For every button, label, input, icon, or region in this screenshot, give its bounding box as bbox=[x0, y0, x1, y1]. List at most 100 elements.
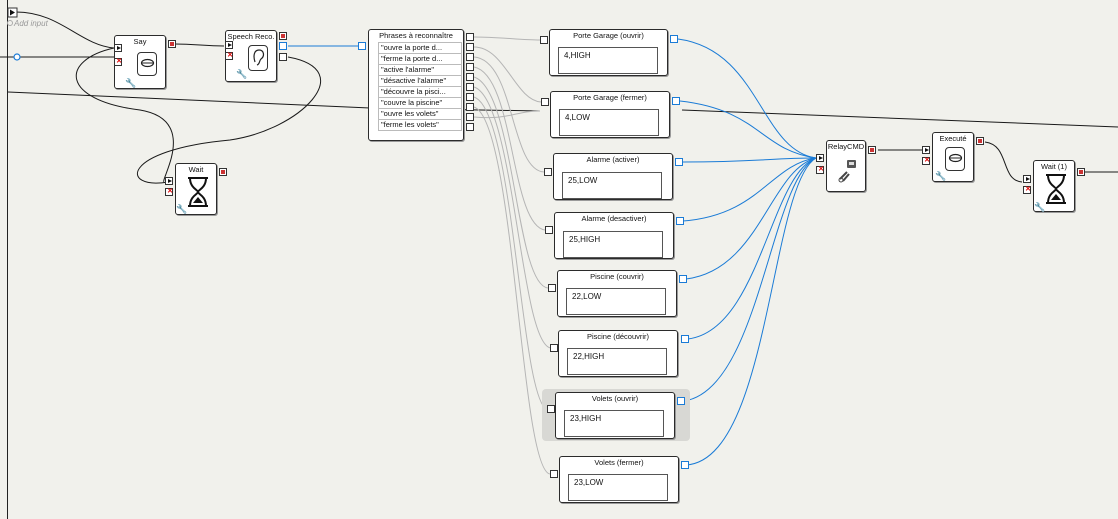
settings-wrench-icon[interactable]: 🔧 bbox=[125, 78, 137, 88]
command-box-garage-close[interactable]: Porte Garage (fermer) 4,LOW bbox=[550, 91, 670, 138]
wait-input-pin[interactable] bbox=[165, 177, 173, 185]
wait-stop-pin[interactable] bbox=[165, 187, 174, 196]
phrase-item[interactable]: "active l'alarme" bbox=[378, 64, 462, 75]
execute-stop-pin[interactable] bbox=[922, 156, 931, 165]
wire-start-to-say bbox=[15, 11, 115, 49]
wait-1-title: Wait (1) bbox=[1041, 162, 1067, 171]
relay-stop-pin[interactable] bbox=[816, 165, 825, 174]
execute-box[interactable]: Executé 🔧 bbox=[932, 132, 974, 182]
command-output-port[interactable] bbox=[681, 461, 689, 469]
execute-title: Executé bbox=[939, 134, 967, 143]
command-title: Volets (fermer) bbox=[594, 458, 644, 467]
speech-word-port[interactable] bbox=[279, 42, 287, 50]
ear-icon bbox=[248, 45, 268, 71]
phrase-item[interactable]: "ferme les volets" bbox=[378, 119, 462, 131]
command-input-port[interactable] bbox=[544, 168, 552, 176]
relay-output-pin[interactable] bbox=[868, 146, 876, 154]
phrase-item[interactable]: "désactive l'alarme" bbox=[378, 75, 462, 86]
settings-wrench-icon[interactable]: 🔧 bbox=[935, 171, 947, 181]
execute-output-pin[interactable] bbox=[976, 137, 984, 145]
command-output-wires bbox=[677, 38, 817, 466]
wait-1-box[interactable]: Wait (1) bbox=[1033, 160, 1075, 212]
command-value[interactable]: 25,LOW bbox=[562, 172, 662, 199]
command-title: Porte Garage (ouvrir) bbox=[573, 31, 644, 40]
wire-say-loop-wait bbox=[75, 47, 174, 183]
speech-input-pin[interactable] bbox=[225, 41, 233, 49]
phrase-item[interactable]: "ouvre les volets" bbox=[378, 108, 462, 119]
wait-output-pin[interactable] bbox=[219, 168, 227, 176]
command-title: Piscine (découvrir) bbox=[586, 332, 650, 341]
command-output-port[interactable] bbox=[677, 397, 685, 405]
phrases-output-port[interactable] bbox=[466, 43, 474, 51]
speech-nomatch-port[interactable] bbox=[279, 53, 287, 61]
command-input-port[interactable] bbox=[545, 226, 553, 234]
command-title: Piscine (couvrir) bbox=[590, 272, 644, 281]
phrases-output-port[interactable] bbox=[466, 113, 474, 121]
command-value[interactable]: 23,LOW bbox=[568, 474, 668, 501]
command-value[interactable]: 25,HIGH bbox=[563, 231, 663, 258]
phrases-output-port[interactable] bbox=[466, 33, 474, 41]
relay-script-icon bbox=[837, 157, 859, 183]
settings-wrench-icon[interactable]: 🔧 bbox=[176, 204, 188, 214]
command-output-port[interactable] bbox=[670, 35, 678, 43]
command-output-port[interactable] bbox=[681, 335, 689, 343]
phrases-output-port[interactable] bbox=[466, 93, 474, 101]
phrase-item[interactable]: "découvre la pisci... bbox=[378, 86, 462, 97]
command-value[interactable]: 4,LOW bbox=[559, 109, 659, 136]
command-value[interactable]: 4,HIGH bbox=[558, 47, 658, 74]
relay-cmd-box[interactable]: RelayCMD bbox=[826, 140, 866, 192]
settings-wrench-icon[interactable]: 🔧 bbox=[236, 69, 248, 79]
settings-wrench-icon[interactable]: 🔧 bbox=[1034, 202, 1046, 212]
phrase-item[interactable]: "couvre la piscine" bbox=[378, 97, 462, 108]
command-input-port[interactable] bbox=[550, 344, 558, 352]
phrases-input-port[interactable] bbox=[358, 42, 366, 50]
phrases-output-port[interactable] bbox=[466, 53, 474, 61]
command-input-port[interactable] bbox=[550, 470, 558, 478]
command-input-port[interactable] bbox=[548, 284, 556, 292]
command-box-pool-cover[interactable]: Piscine (couvrir) 22,LOW bbox=[557, 270, 677, 317]
phrases-box[interactable]: Phrases à reconnaître "ouvre la porte d.… bbox=[368, 29, 464, 141]
phrases-output-port[interactable] bbox=[466, 83, 474, 91]
command-box-alarm-on[interactable]: Alarme (activer) 25,LOW bbox=[553, 153, 673, 200]
say-title: Say bbox=[133, 37, 147, 46]
command-output-port[interactable] bbox=[672, 97, 680, 105]
command-input-port[interactable] bbox=[540, 36, 548, 44]
say-output-pin[interactable] bbox=[168, 40, 176, 48]
command-box-alarm-off[interactable]: Alarme (desactiver) 25,HIGH bbox=[554, 212, 674, 259]
command-input-port[interactable] bbox=[547, 405, 555, 413]
add-input-label[interactable]: Add input bbox=[14, 19, 48, 28]
command-box-shutters-open[interactable]: Volets (ouvrir) 23,HIGH bbox=[555, 392, 675, 439]
command-output-port[interactable] bbox=[676, 217, 684, 225]
say-input-pin[interactable] bbox=[114, 44, 122, 52]
command-box-pool-uncover[interactable]: Piscine (découvrir) 22,HIGH bbox=[558, 330, 678, 377]
phrase-item[interactable]: "ouvre la porte d... bbox=[378, 42, 462, 53]
phrases-output-port[interactable] bbox=[466, 73, 474, 81]
execute-input-pin[interactable] bbox=[922, 146, 930, 154]
add-input-icon[interactable] bbox=[7, 20, 13, 26]
say-box[interactable]: Say 🔧 bbox=[114, 35, 166, 89]
command-value[interactable]: 22,HIGH bbox=[567, 348, 667, 375]
relay-input-pin[interactable] bbox=[816, 154, 824, 162]
speech-stop-pin[interactable] bbox=[225, 51, 234, 60]
wire-execute-to-wait2 bbox=[984, 141, 1023, 183]
command-box-shutters-close[interactable]: Volets (fermer) 23,LOW bbox=[559, 456, 679, 503]
phrases-title: Phrases à reconnaître bbox=[379, 31, 453, 40]
command-value[interactable]: 23,HIGH bbox=[564, 410, 664, 437]
phrase-item[interactable]: "ferme la porte d... bbox=[378, 53, 462, 64]
phrases-output-port[interactable] bbox=[466, 103, 474, 111]
wait-box[interactable]: Wait bbox=[175, 163, 217, 215]
command-output-port[interactable] bbox=[679, 275, 687, 283]
command-output-port[interactable] bbox=[675, 158, 683, 166]
wait-1-stop-pin[interactable] bbox=[1023, 185, 1032, 194]
say-stop-pin[interactable] bbox=[114, 57, 123, 66]
speech-done-pin[interactable] bbox=[279, 32, 287, 40]
command-box-garage-open[interactable]: Porte Garage (ouvrir) 4,HIGH bbox=[549, 29, 668, 76]
phrases-output-port[interactable] bbox=[466, 63, 474, 71]
phrases-output-port[interactable] bbox=[466, 123, 474, 131]
wait-1-input-pin[interactable] bbox=[1023, 175, 1031, 183]
command-value[interactable]: 22,LOW bbox=[566, 288, 666, 315]
command-input-port[interactable] bbox=[541, 98, 549, 106]
wait-1-output-pin[interactable] bbox=[1077, 168, 1085, 176]
command-title: Alarme (activer) bbox=[586, 155, 640, 164]
